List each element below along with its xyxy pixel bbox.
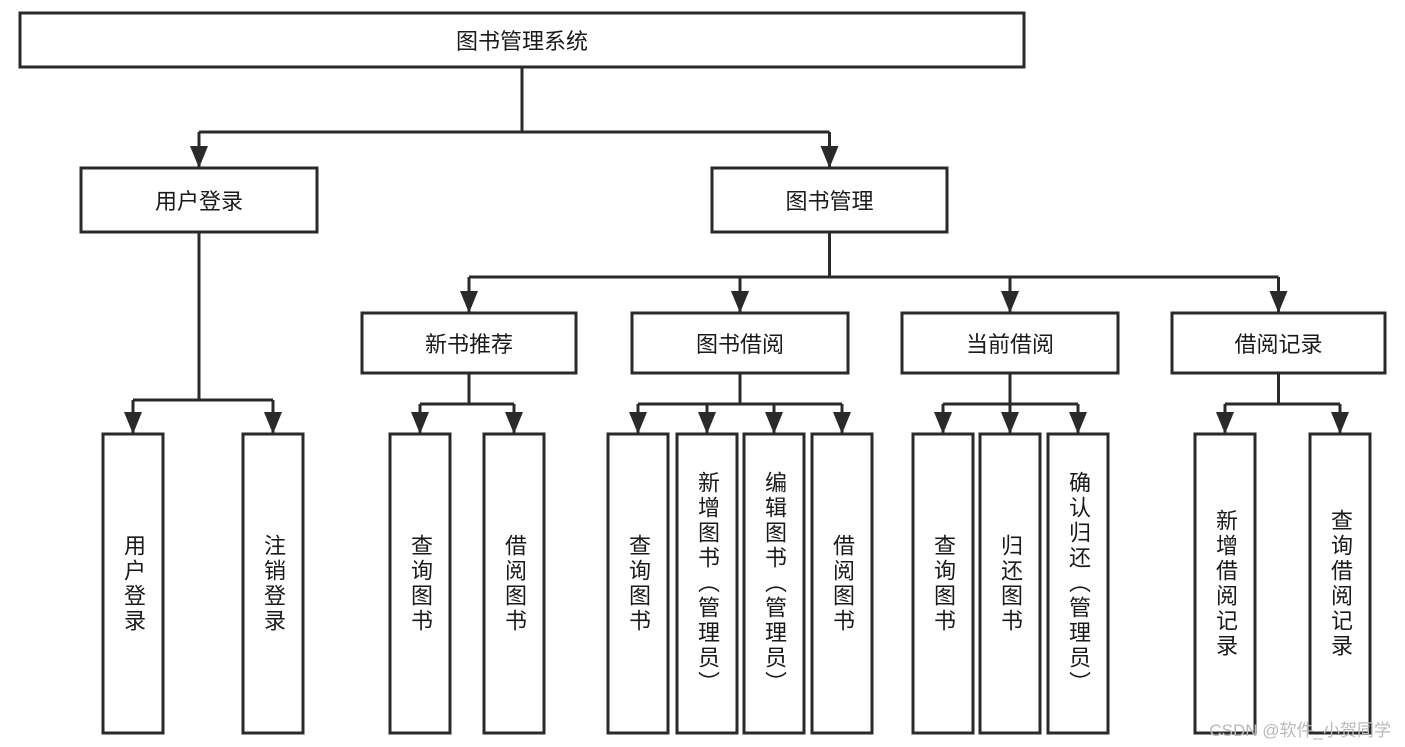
arrow-head-icon-new-book-recommend [460,291,478,313]
arrow-head-icon-current-borrow [1001,291,1019,313]
node-leaf-confirm-return[interactable] [1046,432,1110,735]
node-leaf-edit-book[interactable] [742,432,806,735]
arrow-head-icon-leaf-return-book [1001,412,1019,434]
node-leaf-add-book[interactable] [675,432,739,735]
node-book-borrow[interactable] [630,311,850,375]
arrow-head-icon-leaf-query-book-borrow [629,412,647,434]
node-leaf-query-book-rec[interactable] [388,432,452,735]
node-leaf-user-login[interactable] [101,432,165,735]
arrow-head-icon-leaf-add-book [698,412,716,434]
node-book-manage[interactable] [710,166,949,234]
node-leaf-user-logout[interactable] [241,432,305,735]
node-root[interactable] [18,11,1026,69]
arrow-head-icon-leaf-user-login [124,412,142,434]
node-current-borrow[interactable] [900,311,1120,375]
arrow-head-icon-leaf-borrow-book-rec [505,412,523,434]
node-new-book-recommend[interactable] [360,311,578,375]
node-borrow-record[interactable] [1170,311,1387,375]
arrow-head-icon-leaf-query-book-cur [934,412,952,434]
nodes-layer [18,11,1387,735]
arrow-head-icon-leaf-borrow-book [833,412,851,434]
node-leaf-query-book-borrow[interactable] [606,432,670,735]
arrow-head-icon-user-login [190,146,208,168]
node-leaf-query-book-cur[interactable] [911,432,975,735]
node-leaf-borrow-book[interactable] [810,432,874,735]
arrow-head-icon-leaf-query-record [1331,412,1349,434]
node-leaf-return-book[interactable] [978,432,1042,735]
node-leaf-query-record[interactable] [1308,432,1372,735]
node-leaf-add-record[interactable] [1193,432,1257,735]
arrow-head-icon-leaf-user-logout [264,412,282,434]
edges-layer [124,67,1349,434]
arrow-head-icon-leaf-query-book-rec [411,412,429,434]
arrow-head-icon-book-manage [820,146,839,168]
node-user-login[interactable] [79,166,319,234]
arrow-head-icon-leaf-add-record [1216,412,1234,434]
node-leaf-borrow-book-rec[interactable] [482,432,546,735]
arrow-head-icon-leaf-confirm-return [1069,412,1087,434]
arrow-head-icon-borrow-record [1269,291,1288,313]
arrow-head-icon-book-borrow [731,291,749,313]
arrow-head-icon-leaf-edit-book [765,412,783,434]
